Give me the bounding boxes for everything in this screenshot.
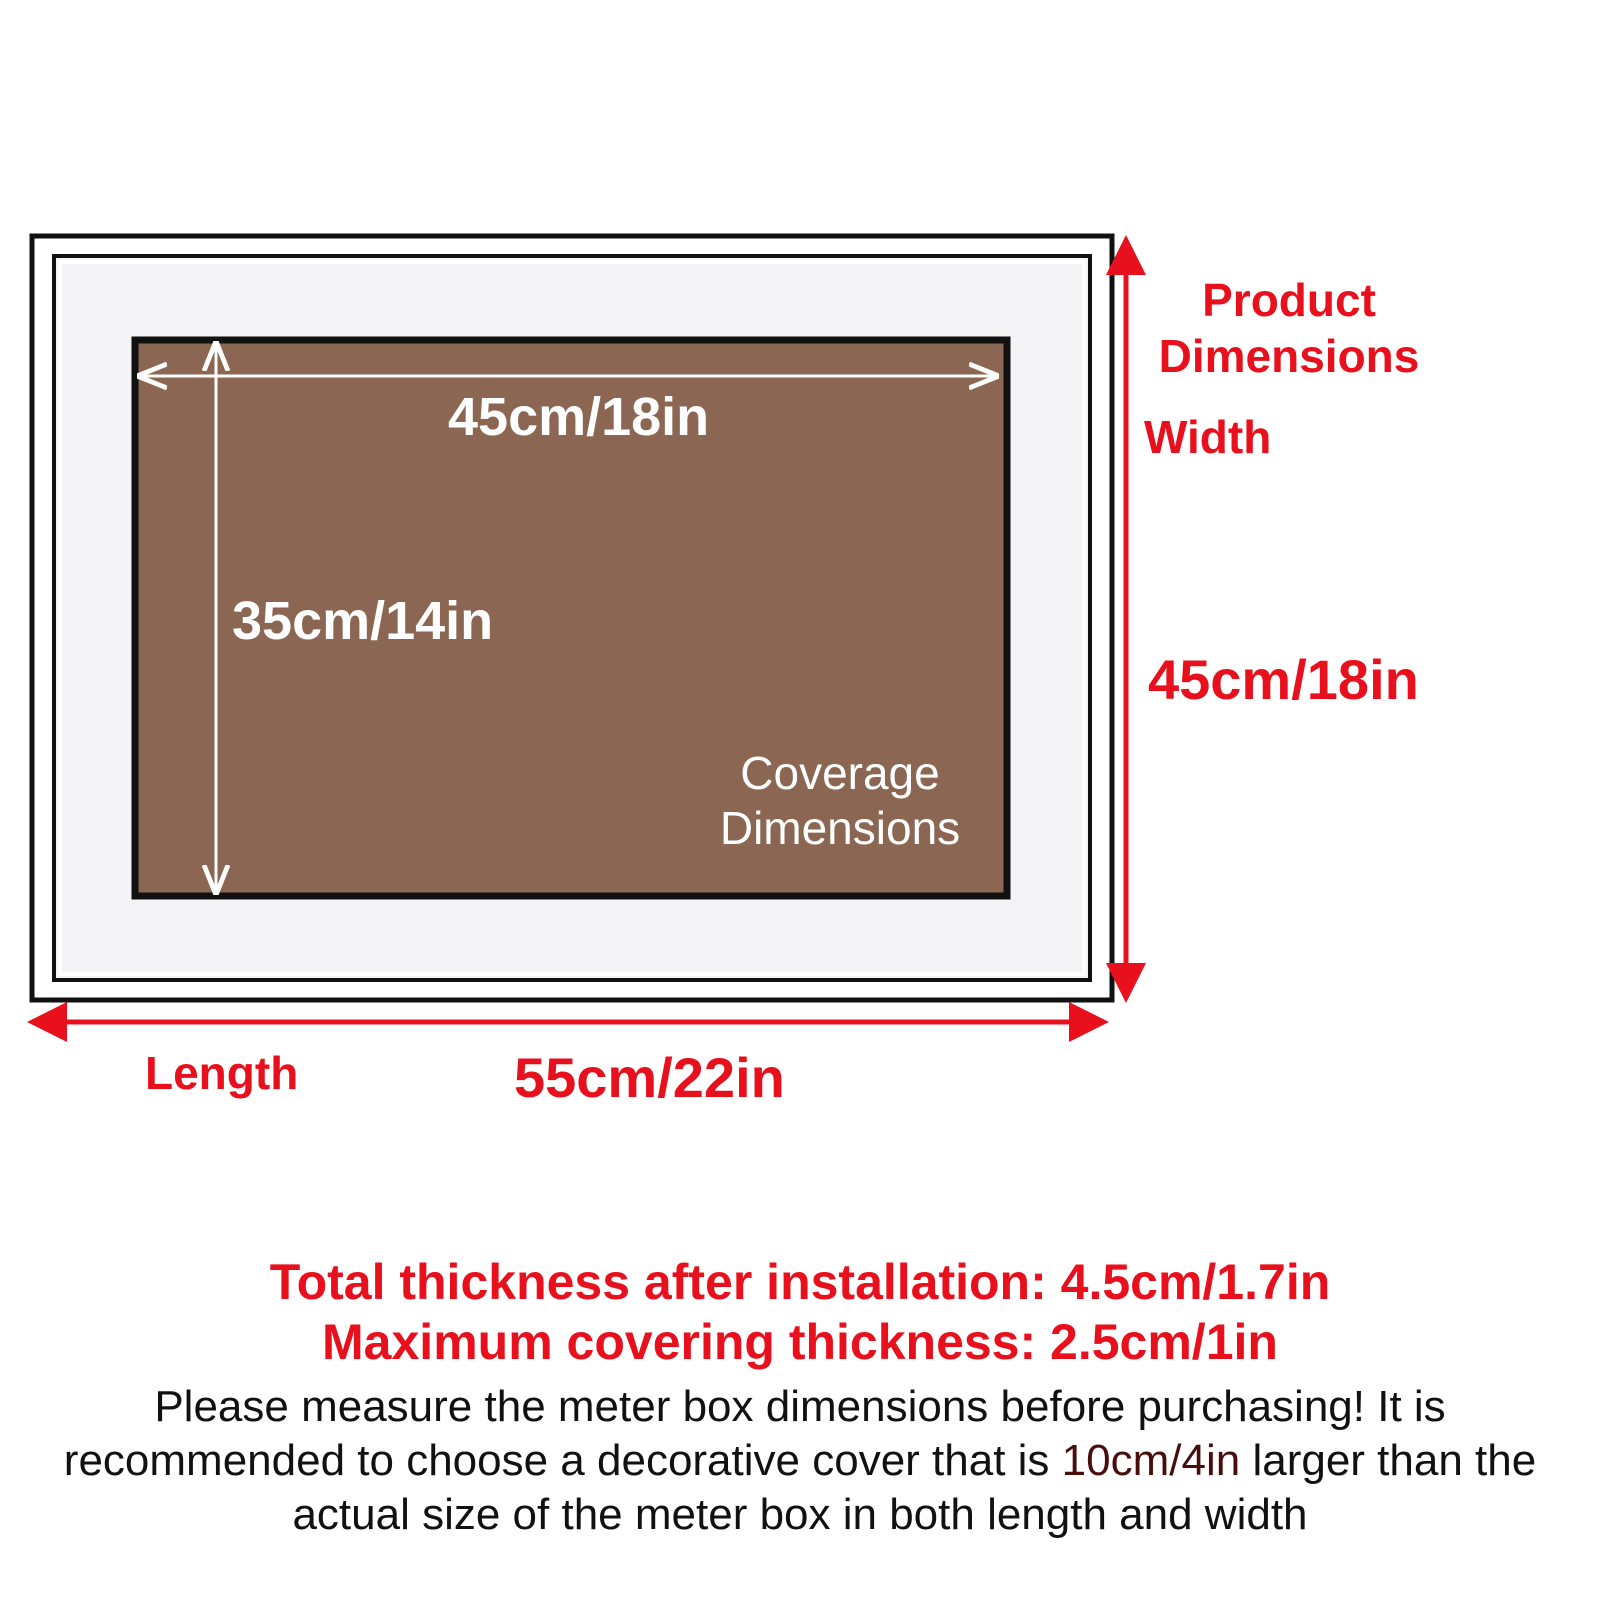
coverage-height-label: 35cm/14in [232, 591, 494, 651]
product-width-word: Width [1144, 411, 1272, 463]
max-thickness-note: Maximum covering thickness: 2.5cm/1in [322, 1314, 1278, 1370]
coverage-title-line1: Coverage [740, 747, 940, 799]
product-width-value: 45cm/18in [1148, 648, 1419, 711]
advice-text-part1: Please measure the meter box dimensions … [63, 1382, 1446, 1485]
advice-highlight: 10cm/4in [1061, 1436, 1241, 1485]
product-length-word: Length [145, 1047, 299, 1099]
coverage-title-line2: Dimensions [719, 802, 961, 855]
product-title-line2: Dimensions [1158, 330, 1420, 382]
coverage-width-label: 45cm/18in [448, 387, 710, 447]
product-title-line1: Product [1202, 274, 1376, 326]
product-length-value: 55cm/22in [514, 1046, 785, 1109]
product-dimensions-title: Product Dimensions [1144, 272, 1434, 384]
coverage-area [131, 336, 1011, 900]
advice-text-part2: larger than the actual size of the meter… [292, 1436, 1537, 1539]
coverage-dimensions-title: Coverage Dimensions [700, 746, 980, 856]
frame-panel-inner-highlight [58, 260, 1086, 976]
installation-notes: Total thickness after installation: 4.5c… [0, 1252, 1600, 1542]
measure-advice: Please measure the meter box dimensions … [0, 1380, 1600, 1542]
total-thickness-note: Total thickness after installation: 4.5c… [269, 1254, 1331, 1310]
